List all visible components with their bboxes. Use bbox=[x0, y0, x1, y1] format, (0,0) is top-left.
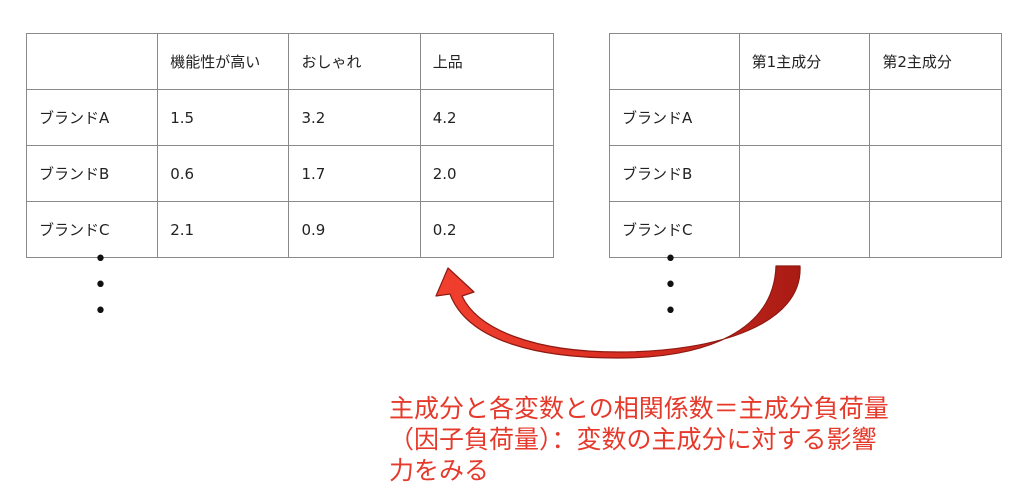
table-cell bbox=[738, 145, 871, 202]
table-header-row: 第1主成分 第2主成分 bbox=[609, 33, 1002, 90]
curved-arrow-body bbox=[435, 265, 801, 359]
table-cell: 0.9 bbox=[288, 201, 421, 258]
table-row: ブランドC bbox=[609, 201, 1002, 258]
header-cell-elegant: 上品 bbox=[419, 33, 555, 90]
right-ellipsis-dots: • • • bbox=[664, 247, 677, 325]
table-cell: 0.6 bbox=[157, 145, 290, 202]
header-cell-empty bbox=[25, 33, 159, 90]
table-cell: 1.7 bbox=[288, 145, 421, 202]
table-cell: 3.2 bbox=[288, 89, 421, 146]
row-label: ブランドB bbox=[609, 145, 740, 202]
ellipsis-dot: • bbox=[94, 273, 107, 298]
table-cell: 2.0 bbox=[419, 145, 555, 202]
ellipsis-dot: • bbox=[664, 299, 677, 324]
row-label: ブランドB bbox=[25, 145, 159, 202]
row-label: ブランドA bbox=[25, 89, 159, 146]
table-row: ブランドA 1.5 3.2 4.2 bbox=[25, 89, 555, 146]
table-row: ブランドC 2.1 0.9 0.2 bbox=[25, 201, 555, 258]
table-cell bbox=[869, 201, 1002, 258]
table-row: ブランドA bbox=[609, 89, 1002, 146]
table-cell bbox=[869, 145, 1002, 202]
original-variables-table: 機能性が高い おしゃれ 上品 ブランドA 1.5 3.2 4.2 ブランドB 0… bbox=[25, 33, 555, 258]
ellipsis-dot: • bbox=[94, 247, 107, 272]
ellipsis-dot: • bbox=[664, 247, 677, 272]
header-cell-pc2: 第2主成分 bbox=[869, 33, 1002, 90]
ellipsis-dot: • bbox=[94, 299, 107, 324]
caption-line: 主成分と各変数との相関係数＝主成分負荷量 bbox=[389, 394, 889, 423]
table-cell bbox=[738, 201, 871, 258]
header-cell-empty bbox=[609, 33, 740, 90]
principal-components-table: 第1主成分 第2主成分 ブランドA ブランドB ブランドC bbox=[609, 33, 1002, 258]
table-row: ブランドB bbox=[609, 145, 1002, 202]
table-cell: 0.2 bbox=[419, 201, 555, 258]
row-label: ブランドC bbox=[609, 201, 740, 258]
row-label: ブランドA bbox=[609, 89, 740, 146]
explanation-caption: 主成分と各変数との相関係数＝主成分負荷量 （因子負荷量）：変数の主成分に対する影… bbox=[389, 393, 949, 486]
ellipsis-dot: • bbox=[664, 273, 677, 298]
caption-line: （因子負荷量）：変数の主成分に対する影響 bbox=[389, 425, 877, 454]
caption-line: 力をみる bbox=[389, 456, 490, 485]
left-ellipsis-dots: • • • bbox=[94, 247, 107, 325]
table-row: ブランドB 0.6 1.7 2.0 bbox=[25, 145, 555, 202]
row-label: ブランドC bbox=[25, 201, 159, 258]
